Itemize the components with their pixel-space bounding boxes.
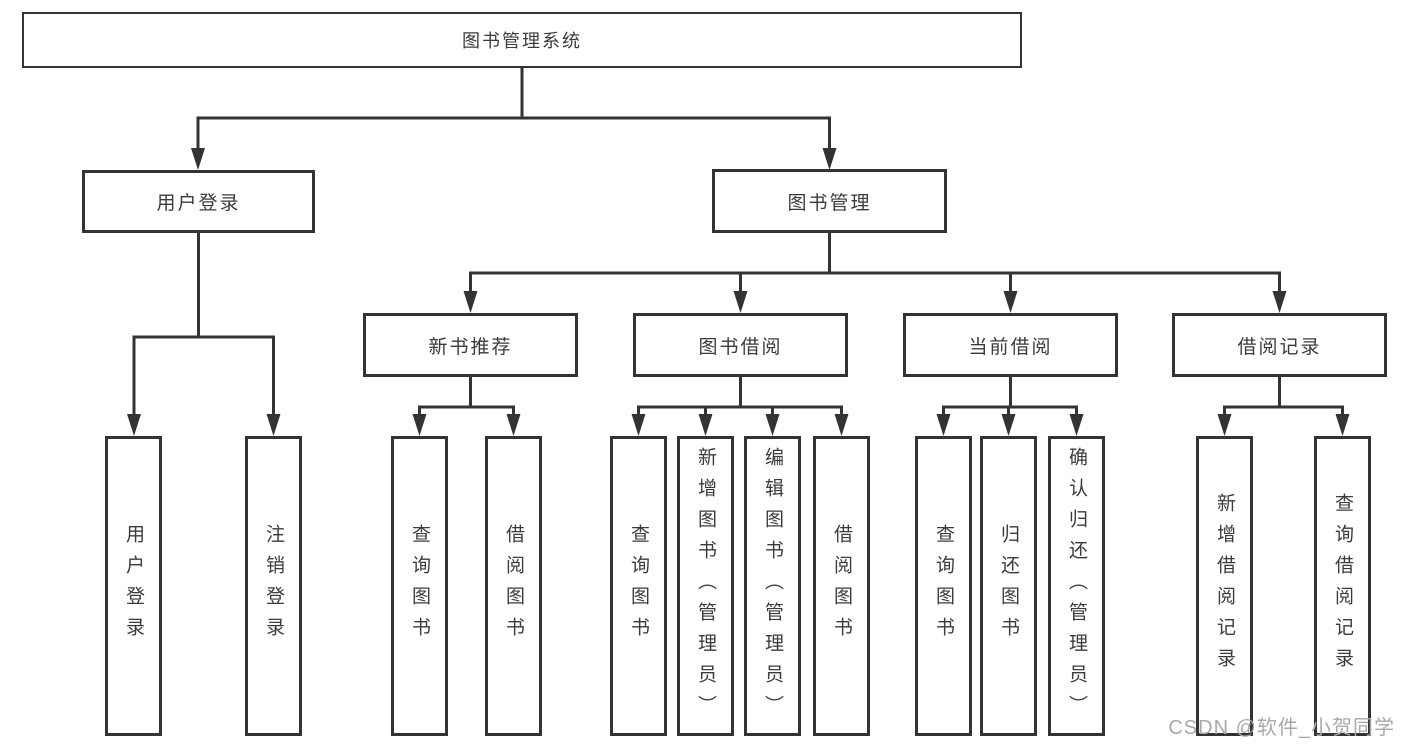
node-new-book-recommend: 新书推荐	[363, 313, 578, 377]
node-label: 新增图书（管理员）	[695, 446, 716, 726]
node-label: 编辑图书（管理员）	[762, 446, 783, 726]
leaf-query-books-recommend: 查询图书	[391, 436, 448, 736]
leaf-user-login: 用户登录	[105, 436, 162, 736]
node-label: 借阅图书	[503, 524, 524, 648]
node-label: 图书借阅	[698, 336, 783, 358]
leaf-logout: 注销登录	[245, 436, 302, 736]
watermark-text: CSDN @软件_小贺同学	[1168, 717, 1395, 739]
leaf-add-borrow-record: 新增借阅记录	[1196, 436, 1253, 736]
node-borrowing-records: 借阅记录	[1172, 313, 1387, 377]
node-current-borrowing: 当前借阅	[903, 313, 1118, 377]
node-library-management-system: 图书管理系统	[22, 12, 1022, 68]
node-label: 查询借阅记录	[1332, 493, 1353, 679]
node-label: 查询图书	[628, 524, 649, 648]
node-user-login: 用户登录	[82, 170, 315, 233]
node-label: 图书管理	[787, 192, 872, 214]
node-label: 新书推荐	[428, 336, 513, 358]
node-label: 用户登录	[123, 524, 144, 648]
leaf-add-book-admin: 新增图书（管理员）	[677, 436, 734, 736]
leaf-borrow-books: 借阅图书	[813, 436, 870, 736]
node-label: 新增借阅记录	[1214, 493, 1235, 679]
leaf-edit-book-admin: 编辑图书（管理员）	[744, 436, 801, 736]
leaf-query-books-current: 查询图书	[915, 436, 972, 736]
node-book-management: 图书管理	[712, 169, 947, 233]
node-label: 查询图书	[933, 524, 954, 648]
node-label: 归还图书	[998, 524, 1019, 648]
node-label: 确认归还（管理员）	[1066, 446, 1087, 726]
leaf-return-book: 归还图书	[980, 436, 1037, 736]
leaf-confirm-return-admin: 确认归还（管理员）	[1048, 436, 1105, 736]
node-label: 图书管理系统	[462, 31, 582, 51]
arrowhead-icons	[127, 148, 1350, 436]
leaf-query-books-borrowing: 查询图书	[610, 436, 667, 736]
leaf-borrow-books-recommend: 借阅图书	[485, 436, 542, 736]
node-label: 当前借阅	[968, 336, 1053, 358]
node-label: 查询图书	[409, 524, 430, 648]
leaf-query-borrow-record: 查询借阅记录	[1314, 436, 1371, 736]
node-label: 借阅记录	[1237, 336, 1322, 358]
node-label: 用户登录	[156, 193, 241, 214]
node-label: 借阅图书	[831, 524, 852, 648]
node-book-borrowing: 图书借阅	[633, 313, 848, 377]
node-label: 注销登录	[263, 524, 284, 648]
